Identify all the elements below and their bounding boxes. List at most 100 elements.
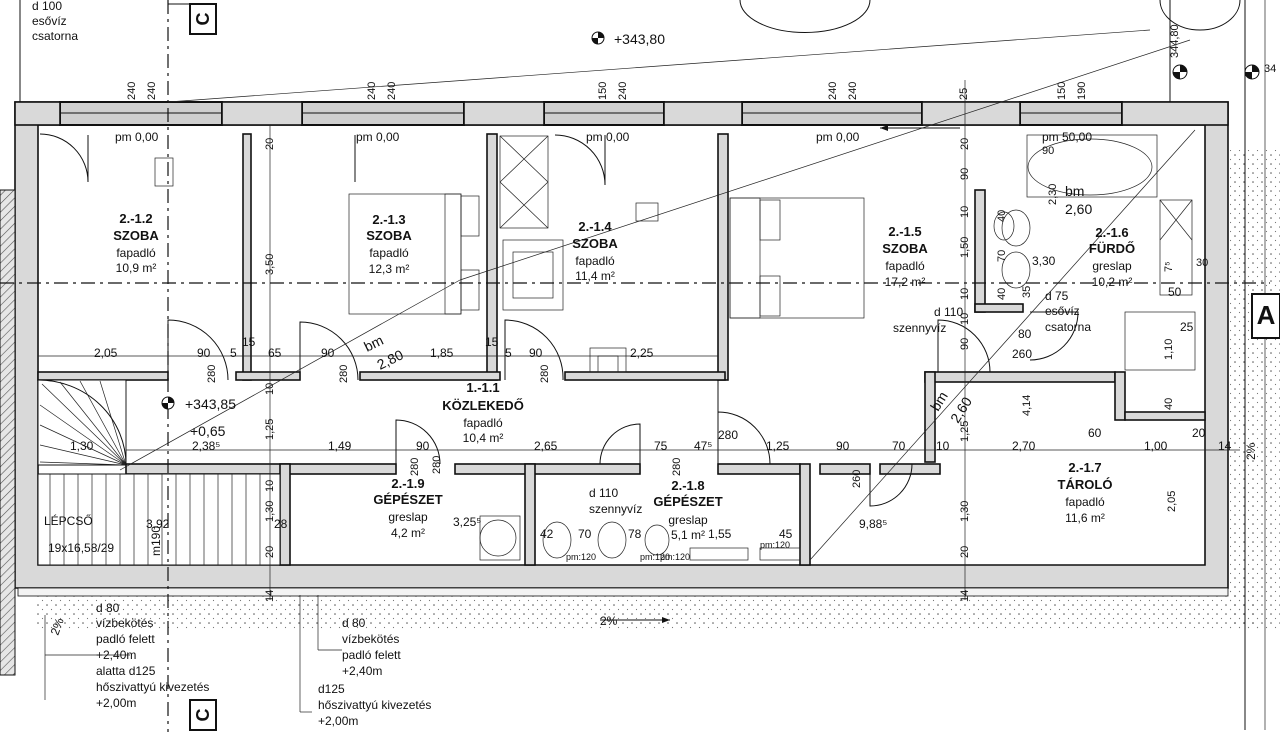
svg-text:14: 14 — [959, 590, 971, 602]
svg-text:90: 90 — [1042, 145, 1054, 157]
svg-text:2,05: 2,05 — [1166, 491, 1178, 512]
svg-text:90: 90 — [197, 346, 211, 360]
svg-text:fapadló: fapadló — [575, 254, 615, 268]
svg-text:1,25: 1,25 — [264, 419, 276, 440]
svg-text:280: 280 — [338, 365, 350, 383]
terrain-fill-right — [1230, 150, 1280, 630]
svg-text:1,55: 1,55 — [708, 527, 732, 541]
svg-text:60: 60 — [1088, 426, 1102, 440]
slope-bottom: 2% — [600, 614, 618, 628]
svg-text:70: 70 — [892, 439, 906, 453]
svg-text:fapadló: fapadló — [463, 416, 503, 430]
svg-text:fapadló: fapadló — [369, 246, 409, 260]
room-1-1-1: 1.-1.1 KÖZLEKEDŐ fapadló 10,4 m² — [442, 380, 524, 445]
svg-text:d 80: d 80 — [342, 616, 366, 630]
svg-text:1,00: 1,00 — [1144, 439, 1168, 453]
svg-text:2.-1.8: 2.-1.8 — [671, 478, 704, 493]
svg-text:240: 240 — [366, 82, 378, 100]
svg-text:SZOBA: SZOBA — [572, 236, 618, 251]
svg-text:28: 28 — [274, 517, 288, 531]
svg-text:5: 5 — [505, 346, 512, 360]
dims-row-1: 2,05 90 5 15 65 90 1,85 15 5 90 2,25 280… — [94, 335, 654, 383]
svg-text:pm:120: pm:120 — [566, 552, 596, 562]
svg-text:fapadló: fapadló — [116, 246, 156, 260]
svg-text:padló felett: padló felett — [342, 648, 401, 662]
dimension-lines — [38, 80, 1240, 713]
bm-label-c: bm — [1065, 183, 1084, 199]
svg-text:greslap: greslap — [1092, 259, 1132, 273]
svg-text:SZOBA: SZOBA — [113, 228, 159, 243]
axis-letter: A — [1257, 300, 1276, 330]
svg-text:40: 40 — [1163, 398, 1175, 410]
bottom-notes-mid: d 80 vízbekötés padló felett +2,40m d125… — [318, 616, 431, 728]
svg-text:150: 150 — [1056, 82, 1068, 100]
note-gutter-top-1: d 100 — [32, 0, 62, 13]
svg-text:14: 14 — [264, 590, 276, 602]
svg-text:11,6 m²: 11,6 m² — [1065, 511, 1105, 525]
room-2-1-5: 2.-1.5 SZOBA fapadló 17,2 m² — [882, 224, 928, 289]
room-2-1-9: 2.-1.9 GÉPÉSZET greslap 4,2 m² — [373, 476, 442, 540]
level-sub: +0,65 — [190, 423, 226, 439]
svg-text:70: 70 — [996, 250, 1008, 262]
section-letter-top: C — [193, 13, 213, 26]
svg-text:pm:120: pm:120 — [760, 540, 790, 550]
svg-text:1,30: 1,30 — [70, 439, 94, 453]
level-corner: 344,80 — [1169, 24, 1181, 58]
stair-spiral — [37, 379, 281, 566]
svg-text:35: 35 — [1021, 286, 1033, 298]
svg-text:10: 10 — [959, 288, 971, 300]
svg-text:vízbekötés: vízbekötés — [96, 616, 153, 630]
svg-text:240: 240 — [617, 82, 629, 100]
svg-text:20: 20 — [959, 546, 971, 558]
svg-text:10,9 m²: 10,9 m² — [116, 261, 157, 275]
level-top: +343,80 — [614, 31, 665, 47]
svg-text:17,2 m²: 17,2 m² — [885, 275, 926, 289]
svg-text:1,85: 1,85 — [430, 346, 454, 360]
svg-text:11,4 m²: 11,4 m² — [575, 269, 615, 283]
svg-text:90: 90 — [416, 439, 430, 453]
bm-label-a: bm — [361, 332, 385, 355]
svg-text:10: 10 — [264, 383, 276, 395]
svg-text:14: 14 — [1218, 439, 1232, 453]
svg-text:280: 280 — [539, 365, 551, 383]
svg-text:1,50: 1,50 — [959, 237, 971, 258]
svg-text:90: 90 — [959, 168, 971, 180]
svg-text:240: 240 — [146, 82, 158, 100]
svg-text:20: 20 — [959, 138, 971, 150]
svg-text:7⁵: 7⁵ — [1163, 261, 1175, 272]
interior-walls — [37, 133, 1206, 566]
svg-text:2.-1.3: 2.-1.3 — [372, 212, 405, 227]
level-mid: +343,85 — [185, 396, 236, 412]
svg-text:78: 78 — [628, 527, 642, 541]
svg-text:20: 20 — [264, 138, 276, 150]
pm-room-1: pm 0,00 — [115, 130, 159, 144]
note-gutter-top-3: csatorna — [32, 29, 78, 43]
svg-text:2,05: 2,05 — [94, 346, 118, 360]
svg-text:+2,40m: +2,40m — [96, 648, 136, 662]
dims-vertical-right: 20 90 10 1,50 10 10 90 4,14 1,25 1,30 20… — [959, 138, 1178, 602]
svg-text:240: 240 — [386, 82, 398, 100]
room-2-1-4: 2.-1.4 SZOBA fapadló 11,4 m² — [572, 219, 618, 283]
pm-room-4: pm 0,00 — [816, 130, 860, 144]
section-marker-top — [168, 3, 217, 35]
pm-room-2: pm 0,00 — [356, 130, 400, 144]
svg-text:40: 40 — [996, 210, 1008, 222]
svg-text:2,65: 2,65 — [534, 439, 558, 453]
svg-text:pm:120: pm:120 — [640, 552, 670, 562]
svg-text:1,25: 1,25 — [766, 439, 790, 453]
svg-text:greslap: greslap — [388, 510, 428, 524]
pm-bath: pm 50,00 — [1042, 130, 1092, 144]
svg-text:KÖZLEKEDŐ: KÖZLEKEDŐ — [442, 398, 524, 413]
svg-text:260: 260 — [851, 470, 863, 488]
svg-text:5: 5 — [230, 346, 237, 360]
svg-text:3,30: 3,30 — [1032, 254, 1056, 268]
svg-text:90: 90 — [959, 338, 971, 350]
svg-text:hőszivattyú kivezetés: hőszivattyú kivezetés — [96, 680, 209, 694]
svg-text:1,30: 1,30 — [264, 501, 276, 522]
svg-text:2.-1.9: 2.-1.9 — [391, 476, 424, 491]
svg-text:70: 70 — [578, 527, 592, 541]
svg-text:240: 240 — [827, 82, 839, 100]
svg-text:20: 20 — [1192, 426, 1206, 440]
